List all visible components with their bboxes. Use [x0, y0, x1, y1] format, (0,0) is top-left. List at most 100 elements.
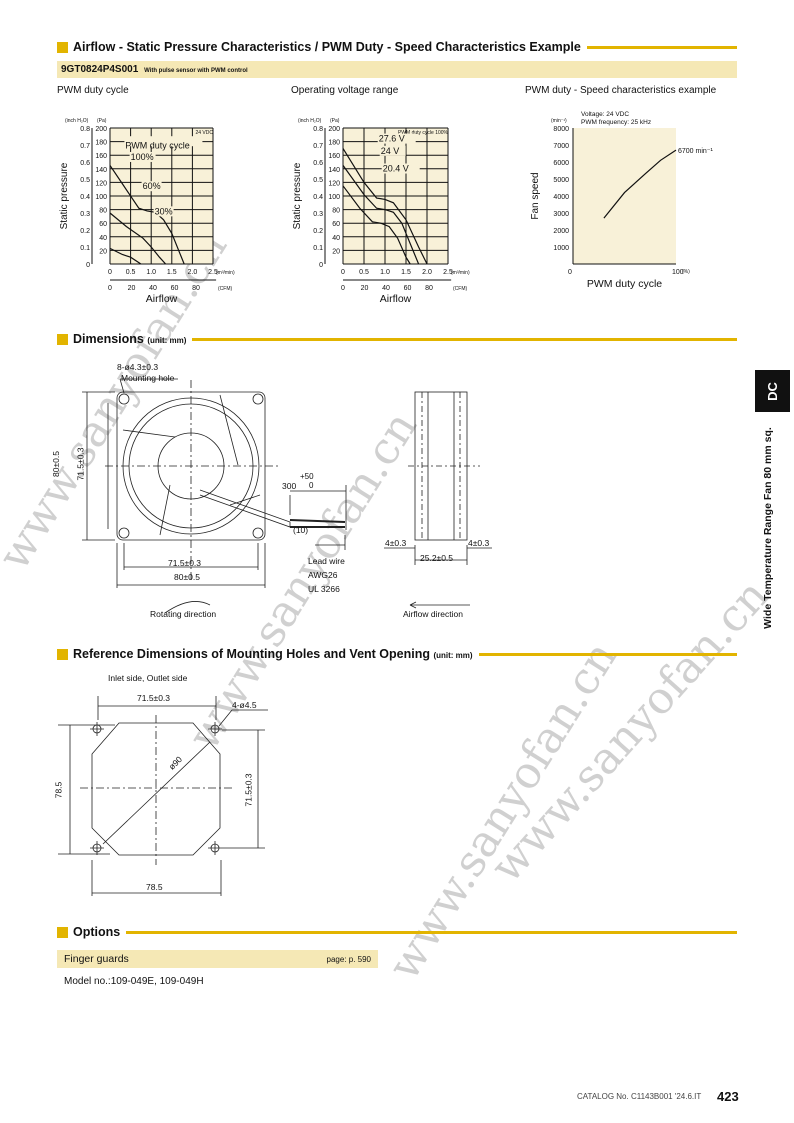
- x-tick-label: 100: [672, 269, 684, 276]
- model-number: 9GT0824P4S001: [61, 64, 139, 75]
- x-tick-label: 1.0: [146, 269, 156, 276]
- section-marker: [57, 41, 68, 53]
- section-header-dimensions: Dimensions (unit: mm): [57, 331, 737, 347]
- x-tick-label: 0: [568, 269, 572, 276]
- x2-tick-label: 40: [149, 285, 157, 292]
- x2-unit: (CFM): [218, 286, 232, 292]
- x-tick-label: 2.5: [208, 269, 218, 276]
- y-axis-label: Static pressure: [292, 162, 303, 229]
- section-title: Reference Dimensions of Mounting Holes a…: [73, 647, 479, 661]
- rotating-direction: Rotating direction: [150, 609, 217, 619]
- y-unit: (Pa): [97, 118, 107, 124]
- charts: 200180160140120100806040200.80.70.60.50.…: [59, 111, 713, 305]
- dimension-drawing: [82, 378, 492, 614]
- reference-drawing: [58, 696, 268, 896]
- x2-tick-label: 80: [192, 285, 200, 292]
- dim-side-left: 4±0.3: [385, 538, 407, 548]
- side-tab-badge-text: DC: [765, 381, 780, 401]
- section-rule: [478, 652, 737, 656]
- section-unit: (unit: mm): [433, 651, 473, 660]
- chart-title: Operating voltage range: [291, 85, 399, 96]
- section-title-text: Dimensions: [73, 332, 144, 346]
- y2-tick-label: 0.2: [80, 228, 90, 235]
- x-tick-label: 0: [341, 269, 345, 276]
- series-line: [603, 149, 677, 219]
- lead-ul: UL 3266: [308, 584, 340, 594]
- y2-tick-label: 0: [319, 262, 323, 269]
- section-title: Airflow - Static Pressure Characteristic…: [73, 40, 581, 54]
- dim-hole-label: Mounting hole: [121, 373, 175, 383]
- option-page: page: p. 590: [326, 954, 371, 964]
- chart-note: PWM duty cycle 100%: [398, 130, 449, 136]
- x-tick-label: 0: [108, 269, 112, 276]
- annotation: 6700 min⁻¹: [678, 148, 713, 155]
- y-tick-label: 8000: [553, 126, 569, 133]
- reference-labels: Inlet side, Outlet side 71.5±0.3 4-ø4.5 …: [0, 670, 300, 900]
- ref-holes: 4-ø4.5: [232, 700, 257, 710]
- option-name: Finger guards: [64, 953, 129, 965]
- series-label-bg: [129, 151, 156, 162]
- y-tick-label: 4000: [553, 194, 569, 201]
- dim-side-right: 4±0.3: [468, 538, 490, 548]
- x-unit: (%): [682, 269, 690, 275]
- dim-lead-length: 300: [282, 481, 297, 491]
- chart-title: PWM duty cycle: [57, 85, 129, 96]
- section-rule: [192, 337, 737, 341]
- lead-wire: Lead wire: [308, 556, 345, 566]
- y2-tick-label: 0.2: [313, 228, 323, 235]
- ref-bottom-dim: 78.5: [146, 882, 163, 892]
- chart-title: PWM duty - Speed characteristics example: [525, 85, 717, 96]
- y-tick-label: 6000: [553, 160, 569, 167]
- legend-bg: [124, 136, 203, 147]
- y2-tick-label: 0.1: [313, 245, 323, 252]
- series-line: [342, 165, 420, 265]
- y-tick-label: 180: [328, 140, 340, 147]
- reference-caption: Inlet side, Outlet side: [108, 673, 188, 683]
- y-tick-label: 20: [332, 248, 340, 255]
- section-marker: [57, 648, 68, 660]
- y-axis-label: Fan speed: [530, 172, 541, 219]
- section-title: Options: [73, 925, 121, 939]
- y-tick-label: 160: [328, 153, 340, 160]
- y-tick-label: 100: [328, 194, 340, 201]
- y-tick-label: 2000: [553, 228, 569, 235]
- ref-left-dim: 78.5: [53, 781, 64, 799]
- x2-tick-label: 20: [361, 285, 369, 292]
- y2-tick-label: 0.4: [80, 194, 90, 201]
- y-tick-label: 20: [99, 248, 107, 255]
- series-label-bg: [153, 206, 174, 217]
- series-label: 20.4 V: [383, 164, 409, 174]
- y2-unit: (inch H₂O): [298, 118, 322, 124]
- y-tick-label: 160: [95, 153, 107, 160]
- airflow-direction: Airflow direction: [403, 609, 463, 619]
- lead-awg: AWG26: [308, 570, 338, 580]
- model-note: With pulse sensor with PWM control: [144, 68, 248, 74]
- catalog-number: CATALOG No. C1143B001 '24.6.IT: [577, 1092, 702, 1101]
- y-unit: (Pa): [330, 118, 340, 124]
- series-label-bg: [379, 145, 406, 156]
- series-label-bg: [381, 163, 420, 174]
- y2-tick-label: 0.4: [313, 194, 323, 201]
- y2-tick-label: 0.6: [313, 160, 323, 167]
- dim-width-inner: 71.5±0.3: [168, 558, 202, 568]
- y-axis-label: Static pressure: [59, 162, 70, 229]
- y2-tick-label: 0: [86, 262, 90, 269]
- x-axis-label: Airflow: [380, 293, 412, 305]
- series-label: 100%: [131, 152, 154, 162]
- section-title-text: Reference Dimensions of Mounting Holes a…: [73, 647, 430, 661]
- series-label-bg: [141, 181, 162, 192]
- ref-top-dim: 71.5±0.3: [137, 693, 171, 703]
- y2-tick-label: 0.7: [313, 143, 323, 150]
- y2-tick-label: 0.5: [80, 177, 90, 184]
- dim-hole: 8-ø4.3±0.3: [117, 362, 159, 372]
- section-marker: [57, 333, 68, 345]
- x2-tick-label: 60: [171, 285, 179, 292]
- series-label: 24 V: [381, 146, 400, 156]
- series-label: 30%: [155, 206, 173, 216]
- x-tick-label: 1.5: [167, 269, 177, 276]
- dimension-labels: 8-ø4.3±0.3 Mounting hole 80±0.5 71.5±0.3…: [0, 355, 794, 625]
- y2-tick-label: 0.7: [80, 143, 90, 150]
- section-header-airflow: Airflow - Static Pressure Characteristic…: [57, 39, 737, 55]
- chart-note: PWM frequency: 25 kHz: [581, 119, 651, 126]
- y2-tick-label: 0.8: [80, 126, 90, 133]
